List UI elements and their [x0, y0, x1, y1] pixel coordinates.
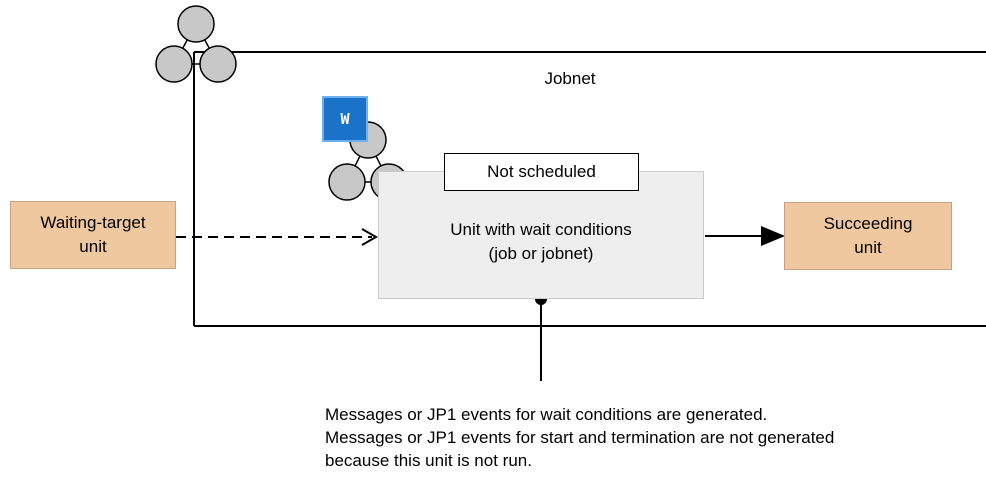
note-line3: because this unit is not run. [325, 451, 532, 470]
jobnet-icon [155, 5, 237, 83]
waiting-target-unit: Waiting-target unit [10, 201, 176, 269]
waiting-target-line1: Waiting-target [40, 213, 146, 232]
unit-line1: Unit with wait conditions [450, 220, 632, 239]
succeeding-unit: Succeeding unit [784, 202, 952, 270]
note-line1: Messages or JP1 events for wait conditio… [325, 405, 768, 424]
note-line2: Messages or JP1 events for start and ter… [325, 428, 835, 447]
wait-dependency-arrow [176, 228, 379, 246]
note-text: Messages or JP1 events for wait conditio… [325, 403, 834, 472]
jobnet-frame [193, 51, 986, 327]
succeeding-line1: Succeeding [823, 214, 913, 233]
wait-condition-icon: W [322, 96, 368, 142]
unit-line2: (job or jobnet) [488, 244, 594, 263]
unit-with-wait-conditions: Unit with wait conditions (job or jobnet… [378, 171, 704, 299]
waiting-target-line2: unit [79, 237, 107, 256]
succeeding-line2: unit [854, 238, 882, 257]
note-callout-line [535, 293, 547, 381]
jobnet-label: Jobnet [544, 69, 596, 88]
status-badge: Not scheduled [444, 153, 639, 191]
